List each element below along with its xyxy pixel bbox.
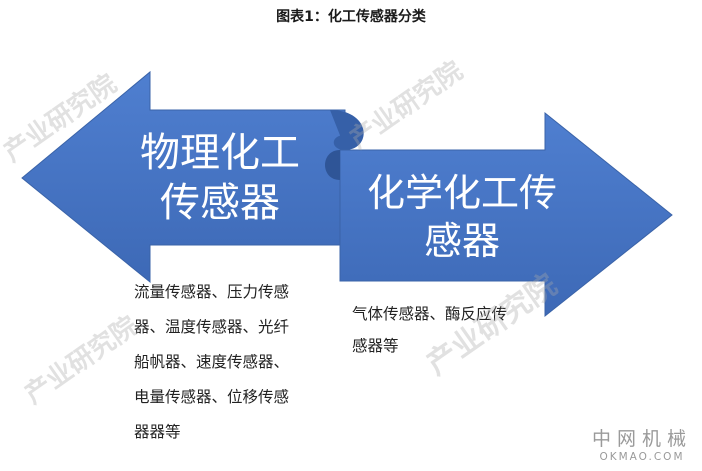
right-arrow xyxy=(339,111,673,318)
brand-en: OKMAO.COM xyxy=(599,451,685,463)
right-arrow-label-line2: 感器 xyxy=(423,218,500,263)
chemical-sensor-list: 气体传感器、酶反应传 感器等 xyxy=(352,298,562,362)
list-item: 气体传感器、酶反应传 xyxy=(352,305,508,323)
list-item: 电量传感器、位移传感 xyxy=(134,388,290,406)
list-item: 流量传感器、压力传感 xyxy=(134,283,290,301)
scroll-curl xyxy=(330,110,364,150)
brand-logo: 中网机械 OKMAO.COM xyxy=(592,424,692,463)
left-arrow-label-line1: 物理化工 xyxy=(140,130,300,176)
left-arrow xyxy=(21,70,346,284)
list-item: 感器等 xyxy=(352,337,399,355)
chart-title: 图表1：化工传感器分类 xyxy=(276,9,426,25)
list-item: 船帆器、速度传感器、 xyxy=(134,353,290,371)
list-item: 器、温度传感器、光纤 xyxy=(134,318,290,336)
list-item: 器器等 xyxy=(134,423,181,441)
right-arrow-label-line1: 化学化工传 xyxy=(366,171,557,215)
left-arrow-label: 物理化工 传感器 xyxy=(120,128,320,228)
brand-cn: 中网机械 xyxy=(591,428,692,450)
left-arrow-label-line2: 传感器 xyxy=(160,180,280,226)
right-arrow-label: 化学化工传 感器 xyxy=(352,170,572,265)
right-arrow-curl xyxy=(325,150,340,180)
physical-sensor-list: 流量传感器、压力传感 器、温度传感器、光纤 船帆器、速度传感器、 电量传感器、位… xyxy=(134,275,334,450)
